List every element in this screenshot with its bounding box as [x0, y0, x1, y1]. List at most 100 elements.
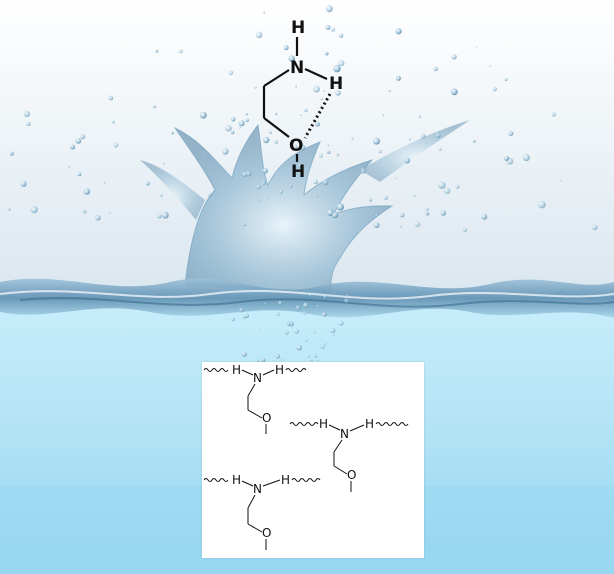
water-droplet: [455, 184, 460, 189]
water-droplet: [375, 214, 378, 217]
water-droplet: [152, 105, 157, 109]
water-droplet: [420, 133, 426, 139]
water-droplet: [418, 115, 421, 118]
water-droplet: [438, 181, 446, 189]
water-droplet: [295, 305, 301, 311]
water-droplet: [255, 31, 263, 39]
wavy-bond: [203, 478, 229, 482]
water-droplet: [162, 162, 165, 165]
water-droplet: [111, 120, 115, 124]
water-droplet: [288, 55, 295, 62]
water-surface-highlight: [0, 289, 614, 300]
bond: [241, 480, 254, 487]
water-droplet: [559, 179, 562, 182]
water-droplet: [113, 142, 119, 148]
water-droplet: [30, 206, 38, 214]
bond-c2-o: [263, 117, 290, 138]
wavy-bond: [289, 422, 319, 426]
inset-panel: H N H O H N H: [202, 362, 424, 558]
water-droplet: [230, 130, 235, 135]
water-droplet: [95, 215, 101, 221]
water-droplet: [318, 153, 323, 158]
water-droplet: [345, 306, 349, 309]
water-droplet: [244, 313, 249, 318]
water-droplet: [492, 86, 497, 92]
water-droplet: [551, 112, 556, 117]
water-droplet: [222, 148, 229, 155]
water-droplet: [332, 212, 339, 219]
water-droplet: [522, 154, 530, 162]
water-droplet: [299, 144, 306, 151]
water-droplet: [408, 138, 411, 141]
water-droplet: [388, 89, 391, 93]
water-droplet: [325, 5, 333, 13]
water-droplet: [238, 126, 241, 129]
water-droplet: [351, 137, 354, 140]
water-droplet: [322, 312, 327, 317]
bond-n-c1: [263, 69, 290, 87]
water-droplet: [504, 78, 508, 81]
water-droplet: [335, 90, 341, 96]
water-droplet: [336, 153, 340, 157]
water-splash: [173, 123, 394, 293]
water-droplet: [278, 300, 283, 306]
water-droplet: [338, 33, 344, 38]
water-droplet: [298, 163, 303, 168]
water-droplet: [312, 85, 320, 93]
water-surface-wave: [0, 278, 614, 318]
water-droplet: [323, 89, 325, 92]
water-droplet: [293, 145, 298, 150]
water-surface-shadow: [19, 297, 614, 308]
top-molecule: H N H O H: [262, 18, 343, 182]
water-droplet: [208, 193, 212, 197]
water-droplet: [316, 195, 318, 198]
water-droplet: [239, 307, 245, 313]
water-droplet: [305, 339, 308, 342]
water-droplet: [344, 298, 350, 304]
water-droplet: [309, 294, 312, 297]
atom-h: H: [232, 473, 241, 487]
bond: [349, 424, 365, 432]
bond: [241, 369, 254, 376]
water-droplet: [258, 199, 262, 202]
water-droplet: [245, 113, 248, 116]
water-droplet: [435, 132, 441, 139]
water-droplet: [481, 213, 488, 220]
water-droplet: [7, 207, 11, 211]
water-droplet: [332, 333, 335, 337]
water-droplet: [382, 114, 385, 117]
water-droplet: [199, 111, 207, 119]
wavy-bond: [203, 368, 229, 372]
water-droplet: [262, 179, 265, 182]
wavy-bond: [375, 422, 409, 426]
water-droplet: [241, 351, 247, 357]
bond: [247, 383, 256, 397]
water-droplet: [313, 331, 316, 334]
water-droplet: [320, 344, 325, 349]
bond: [333, 465, 348, 475]
water-droplet: [283, 45, 289, 51]
water-droplet: [294, 85, 297, 88]
water-droplet: [327, 209, 334, 216]
water-droplet: [242, 222, 246, 227]
atom-h: H: [275, 363, 284, 377]
water-droplet: [238, 120, 245, 127]
bond: [328, 424, 341, 431]
water-droplet: [260, 357, 266, 363]
droplets: [7, 5, 598, 366]
water-droplet: [444, 187, 451, 194]
atom-o: O: [347, 468, 356, 482]
water-droplet: [303, 302, 309, 309]
water-droplet: [20, 180, 27, 187]
bond: [247, 494, 256, 509]
water-droplet: [264, 302, 267, 305]
water-droplet: [314, 354, 318, 358]
water-droplet: [70, 144, 76, 150]
water-droplet: [315, 121, 320, 127]
water-droplet: [317, 359, 319, 362]
water-droplet: [330, 327, 336, 333]
atom-h: H: [365, 417, 374, 431]
atom-h: H: [281, 473, 290, 487]
water-droplet: [415, 221, 421, 227]
